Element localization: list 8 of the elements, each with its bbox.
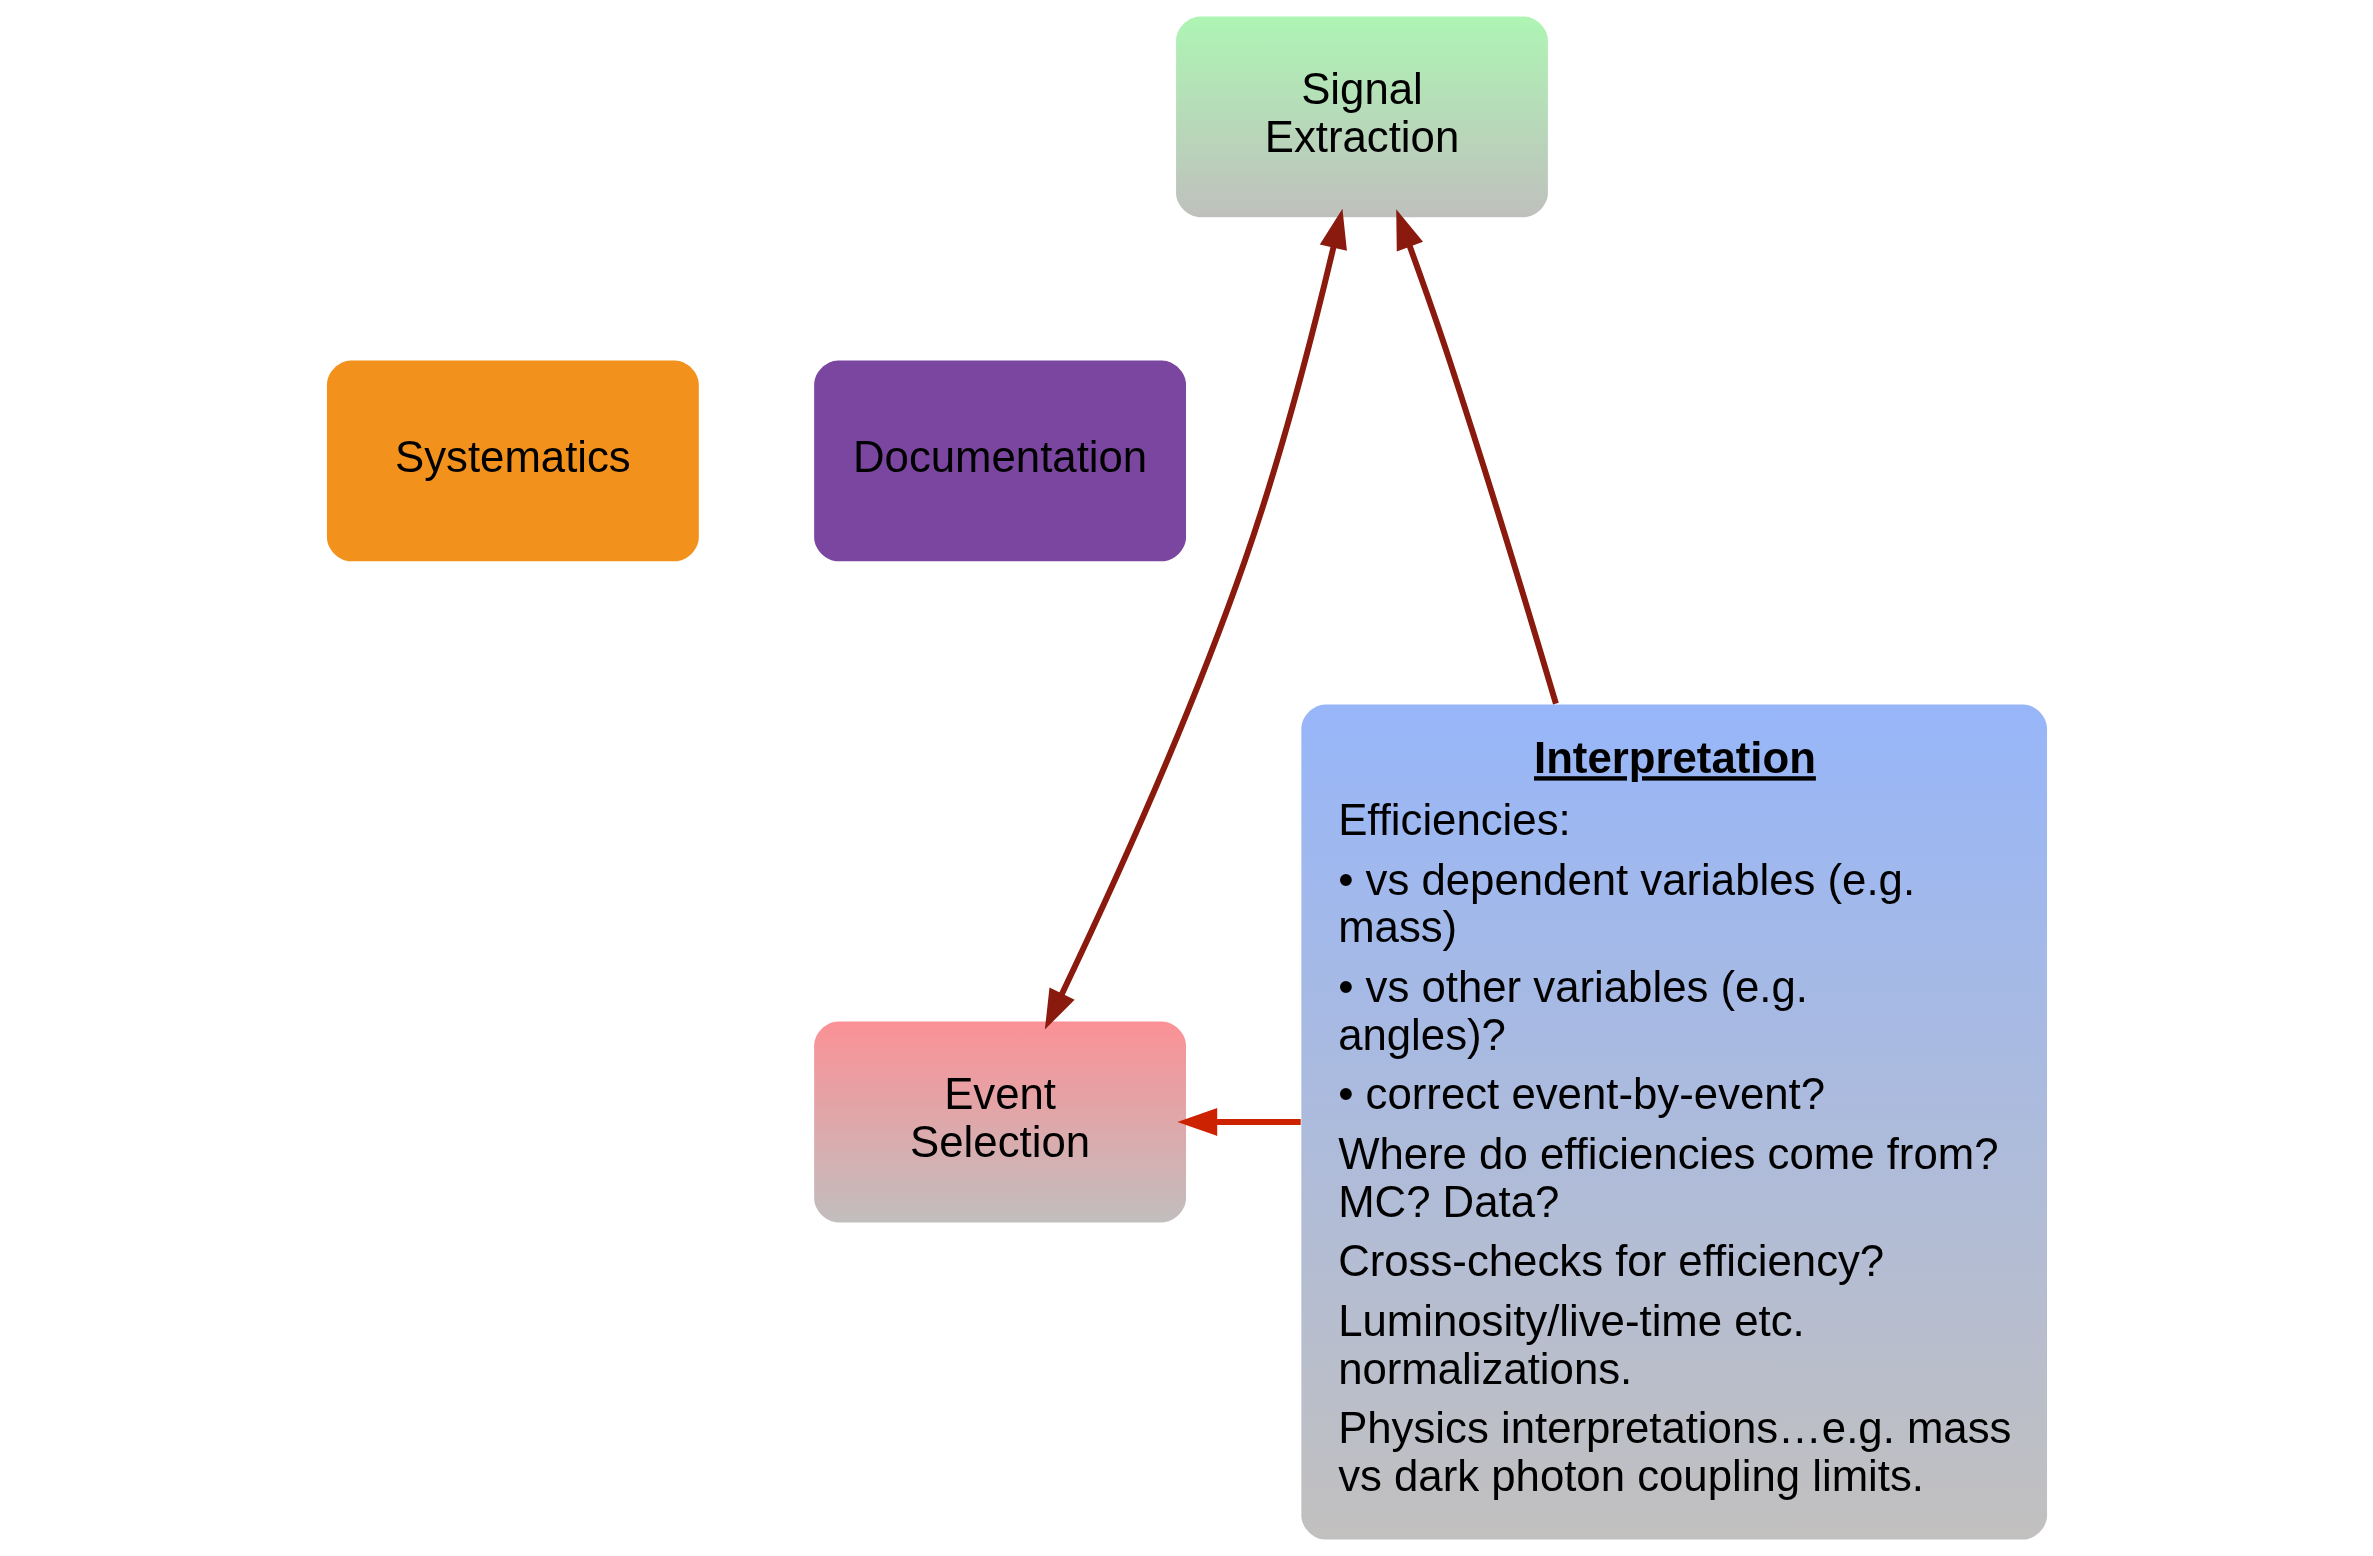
arrow: [1395, 209, 1559, 705]
node-box: Signal Extraction: [1175, 16, 1548, 218]
node-box: Event Selection: [813, 1021, 1186, 1223]
node-box: Interpretation Efficiencies: • vs dependent variables (e.g. mass) • vs other variables (e.g. angles)? • correct event-by-event? Where do efficiencies come from? MC? Data? Cross-checks for efficiency? Luminosity/live-time etc. normalizations. Physics interpretations…e.g. mass vs dark photon coupling limits.: [1300, 704, 2047, 1540]
arrow: [1176, 1108, 1301, 1136]
node-box: Systematics: [326, 360, 699, 562]
node-box: Documentation: [813, 360, 1186, 562]
arrow: [1044, 208, 1347, 1030]
